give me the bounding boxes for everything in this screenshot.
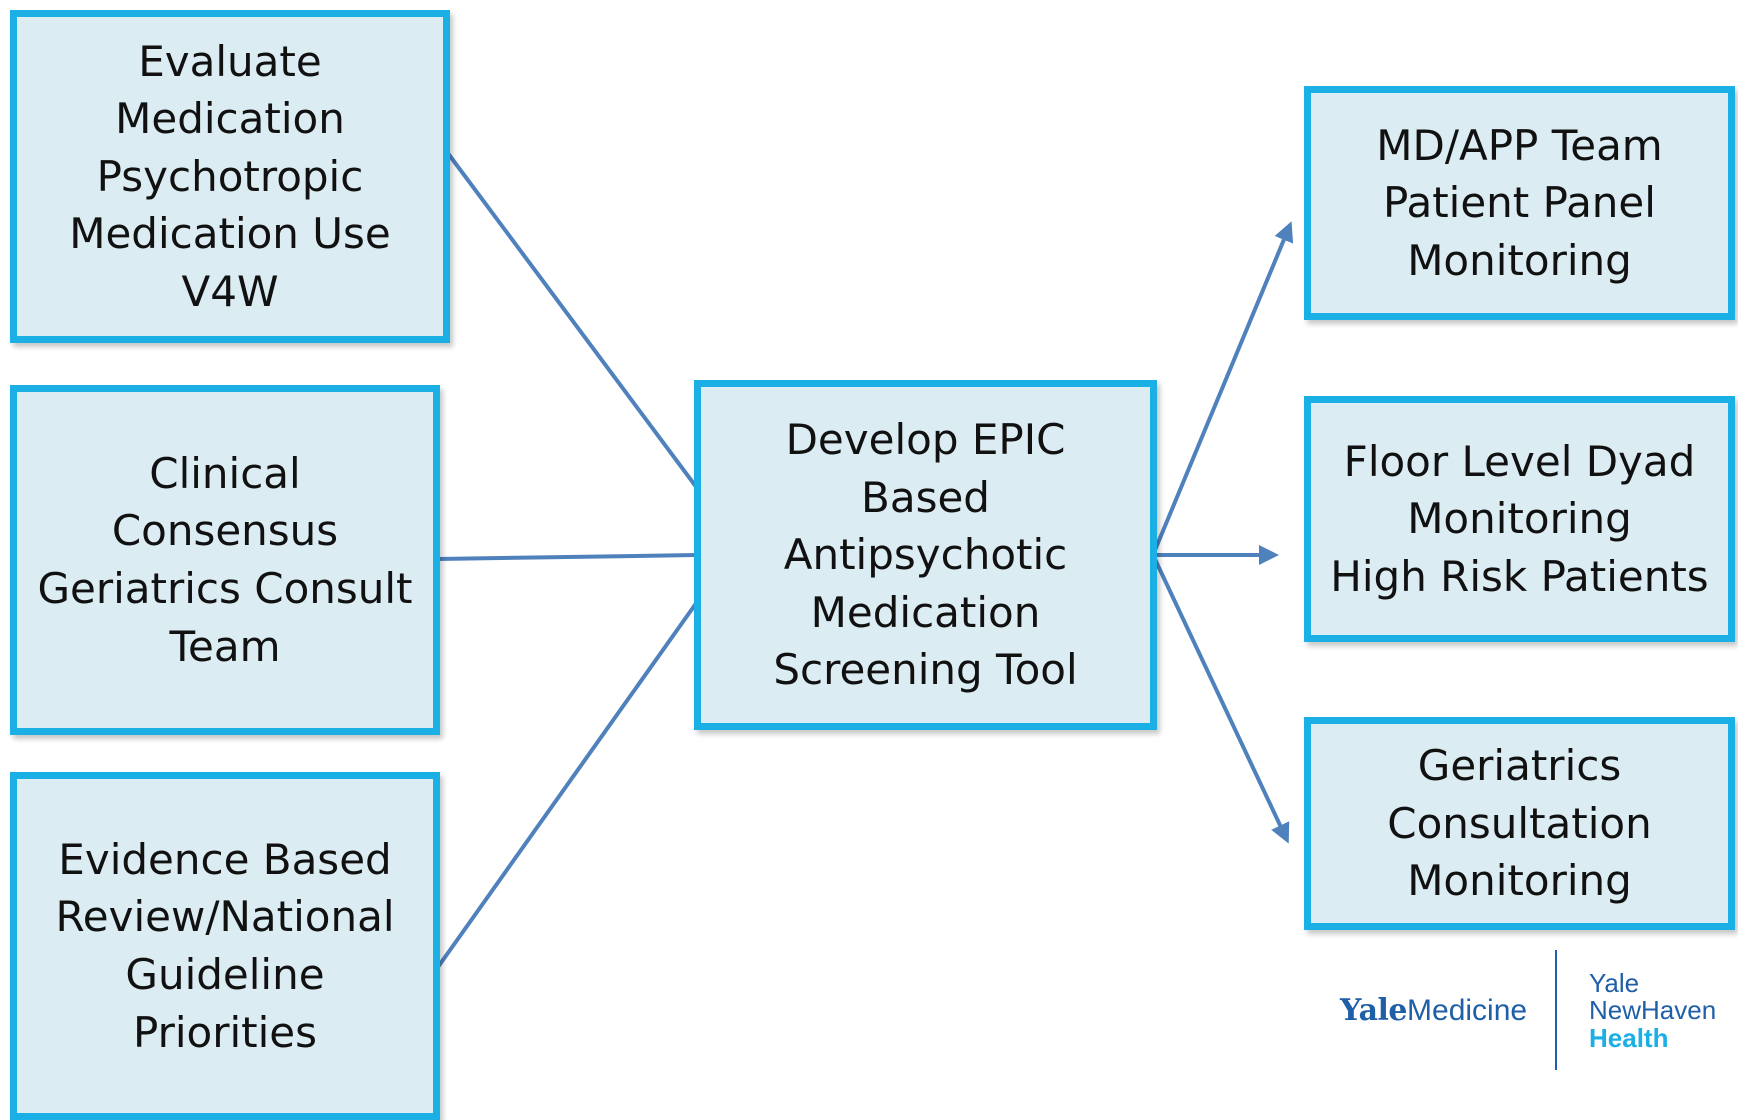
ynhh-logo-line2: NewHaven — [1589, 995, 1717, 1026]
ynhh-logo: Yale NewHaven Health — [1589, 968, 1717, 1053]
box-geriatrics-consultation-label: Geriatrics Consultation Monitoring — [1387, 741, 1652, 906]
box-evaluate-medication-label: Evaluate Medication Psychotropic Medicat… — [69, 36, 391, 316]
yale-medicine-logo: YaleMedicine — [1340, 993, 1527, 1028]
box-floor-dyad-monitoring: Floor Level Dyad Monitoring High Risk Pa… — [1304, 396, 1735, 642]
box-screening-tool: Develop EPIC Based Antipsychotic Medicat… — [694, 380, 1157, 730]
box-clinical-consensus: Clinical Consensus Geriatrics Consult Te… — [10, 385, 440, 735]
connector-consensus-to-tool — [437, 553, 698, 561]
logo-area: YaleMedicine Yale NewHaven Health — [1330, 950, 1730, 1070]
box-clinical-consensus-label: Clinical Consensus Geriatrics Consult Te… — [37, 448, 413, 671]
box-mdapp-monitoring-label: MD/APP Team Patient Panel Monitoring — [1376, 120, 1663, 285]
connector-evaluate-to-tool — [445, 150, 699, 490]
box-mdapp-monitoring: MD/APP Team Patient Panel Monitoring — [1304, 86, 1735, 320]
arrow-tool-to-mdapp — [1151, 221, 1294, 556]
ynhh-logo-line3: Health — [1589, 1022, 1669, 1053]
box-evidence-based-review-label: Evidence Based Review/National Guideline… — [55, 834, 395, 1057]
yale-medicine-logo-yale: Yale — [1340, 993, 1408, 1028]
yale-medicine-logo-medicine: Medicine — [1407, 994, 1528, 1027]
logo-divider — [1555, 950, 1557, 1070]
box-geriatrics-consultation: Geriatrics Consultation Monitoring — [1304, 717, 1735, 930]
connector-evidence-to-tool — [436, 600, 699, 969]
box-screening-tool-label: Develop EPIC Based Antipsychotic Medicat… — [773, 415, 1078, 695]
box-evaluate-medication: Evaluate Medication Psychotropic Medicat… — [10, 10, 450, 343]
arrow-tool-to-geriatrics — [1151, 554, 1290, 844]
box-floor-dyad-monitoring-label: Floor Level Dyad Monitoring High Risk Pa… — [1330, 436, 1709, 601]
box-evidence-based-review: Evidence Based Review/National Guideline… — [10, 772, 440, 1120]
ynhh-logo-line1: Yale — [1589, 968, 1640, 998]
